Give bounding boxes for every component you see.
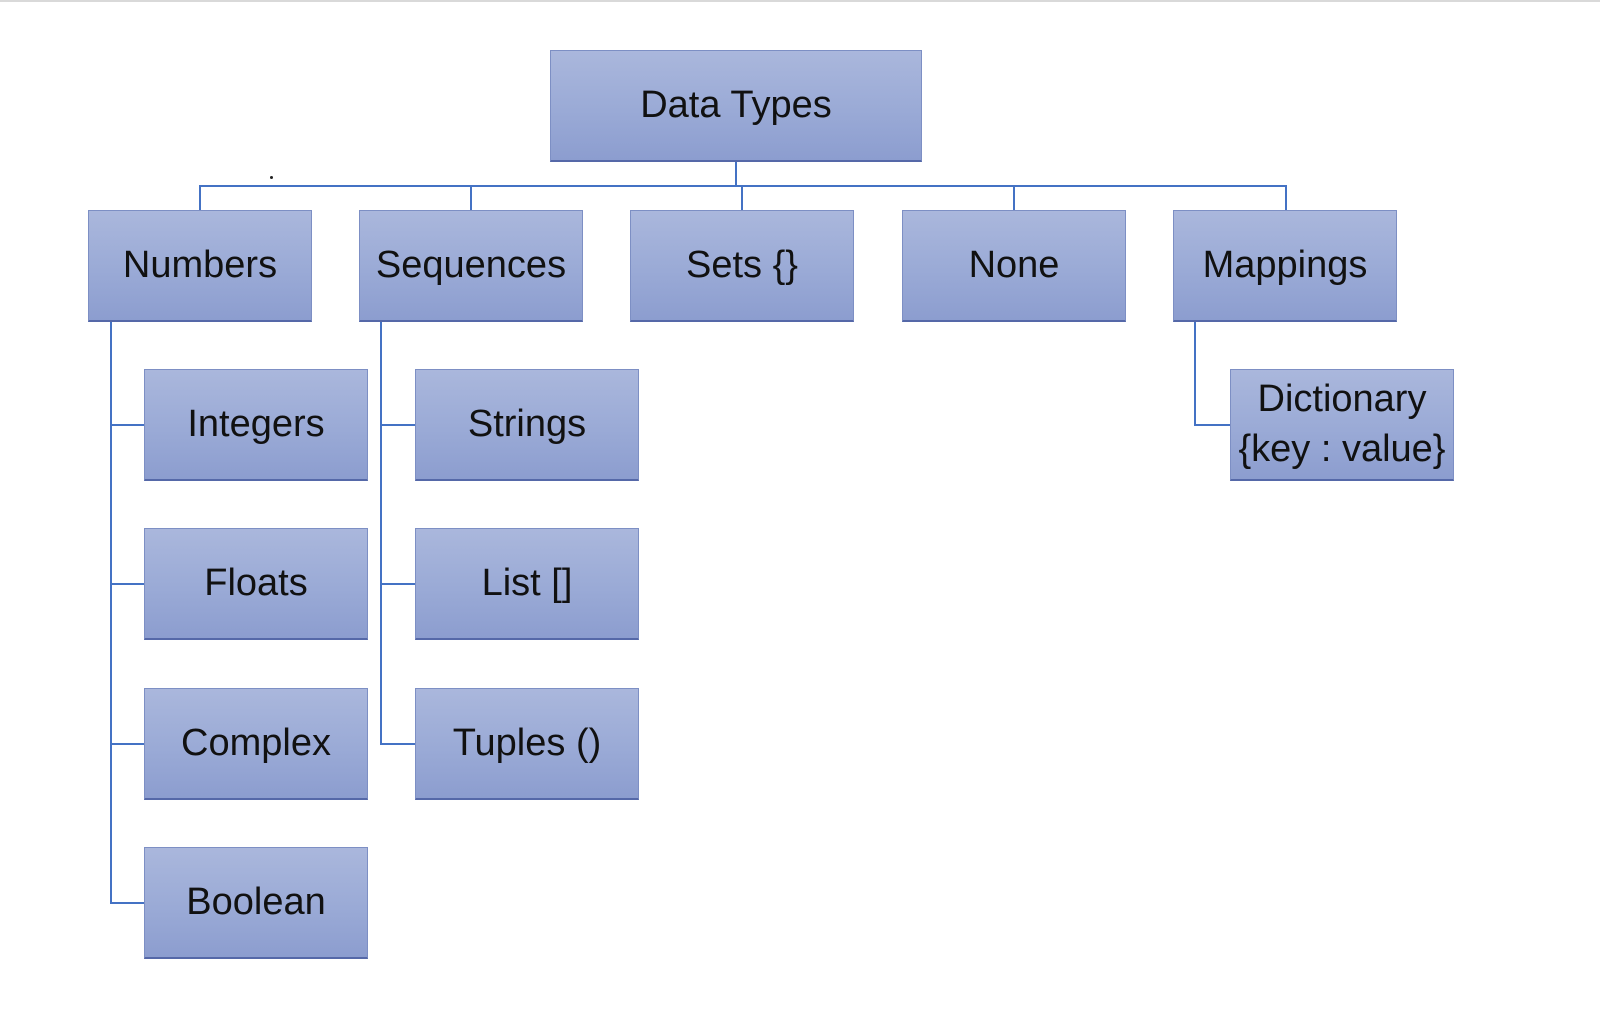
none-drop [1013,185,1015,211]
node-list: List [] [415,528,639,640]
node-mappings: Mappings [1173,210,1397,322]
node-data-types: Data Types [550,50,922,162]
mappings-drop [1285,185,1287,211]
sequences-branch-list [380,583,416,585]
sequences-spine [380,322,382,745]
numbers-branch-floats [110,583,145,585]
node-floats: Floats [144,528,368,640]
top-divider [0,0,1600,2]
mappings-spine [1194,322,1196,426]
numbers-branch-complex [110,743,145,745]
node-numbers: Numbers [88,210,312,322]
node-none: None [902,210,1126,322]
sets-drop [741,185,743,211]
sequences-branch-strings [380,424,416,426]
node-tuples: Tuples () [415,688,639,800]
numbers-spine [110,322,112,904]
node-sequences: Sequences [359,210,583,322]
stray-dot [270,176,273,179]
category-bus [199,185,1287,187]
sequences-branch-tuples [380,743,416,745]
root-stem [735,162,737,186]
sequences-drop [470,185,472,211]
numbers-drop [199,185,201,211]
node-sets: Sets {} [630,210,854,322]
numbers-branch-integers [110,424,145,426]
node-complex: Complex [144,688,368,800]
node-dictionary: Dictionary {key : value} [1230,369,1454,481]
node-boolean: Boolean [144,847,368,959]
numbers-branch-boolean [110,902,145,904]
mappings-branch-dictionary [1194,424,1231,426]
node-integers: Integers [144,369,368,481]
node-strings: Strings [415,369,639,481]
